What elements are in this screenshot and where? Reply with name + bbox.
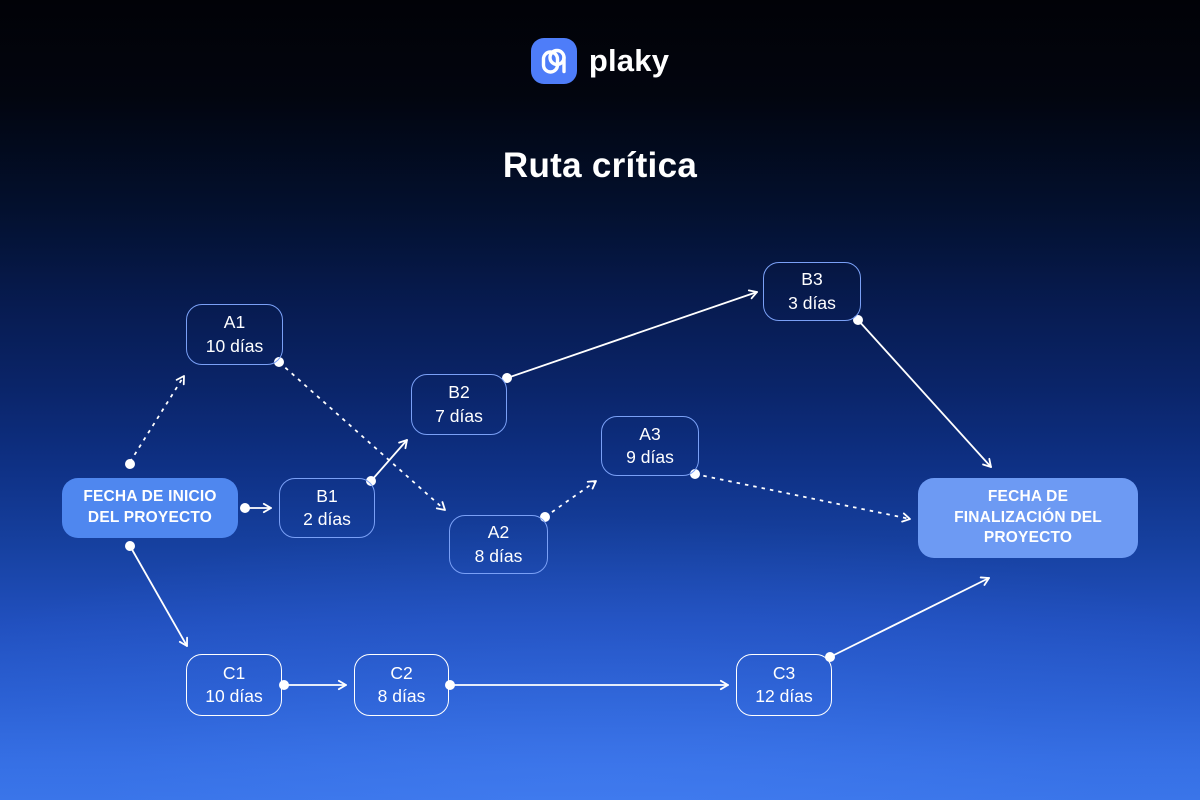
task-id: A1 [223,312,246,333]
connector-dot [853,315,863,325]
edge-a3-finish [694,473,911,523]
task-id: B3 [801,269,823,290]
task-duration: 10 días [205,686,263,706]
task-duration: 3 días [788,292,836,313]
task-duration: 10 días [205,335,264,356]
edge-b3-finish [857,319,992,468]
edge-a1-a2 [278,361,446,511]
task-duration: 7 días [435,405,483,426]
task-duration: 9 días [626,447,674,467]
task-duration: 2 días [303,509,351,529]
task-duration: 8 días [474,545,523,566]
connector-dot [445,680,455,690]
node-b2: B2 7 días [411,374,507,435]
task-id: C2 [390,662,413,683]
node-a2: A2 8 días [449,515,548,574]
node-start-date: FECHA DE INICIO DEL PROYECTO [62,478,238,538]
task-duration: 12 días [755,686,813,706]
task-id: B2 [448,382,470,403]
edge-c3-finish [829,576,990,658]
plaky-logo-icon [530,38,577,84]
edge-start-a1 [129,375,185,463]
brand-wordmark: plaky [588,43,670,78]
node-label-line: PROYECTO [983,529,1073,547]
node-b1: B1 2 días [279,478,375,538]
task-id: C3 [772,662,796,683]
edge-b2-b3 [506,289,758,379]
node-a1: A1 10 días [186,304,283,365]
node-a3: A3 9 días [601,416,699,476]
node-finish-date: FECHA DE FINALIZACIÓN DEL PROYECTO [918,478,1138,558]
edge-b1-b2 [370,439,408,482]
task-id: A2 [487,522,510,543]
page-title: Ruta crítica [502,146,698,185]
node-label-line: FECHA DE [987,487,1069,505]
edge-start-c1 [129,545,188,647]
task-id: C1 [222,662,246,683]
node-label-line: FINALIZACIÓN DEL [954,508,1102,526]
task-id: A3 [639,423,661,444]
task-id: B1 [316,485,338,506]
brand-header: plaky [0,38,1200,84]
node-c2: C2 8 días [354,654,449,716]
node-c1: C1 10 días [186,654,282,716]
node-label-line: FECHA DE INICIO [83,488,217,506]
edge-a2-a3 [544,480,597,518]
task-duration: 8 días [377,686,426,706]
connector-dot [125,459,135,469]
node-c3: C3 12 días [736,654,832,716]
node-b3: B3 3 días [763,262,861,321]
node-label-line: DEL PROYECTO [87,509,213,526]
connector-dot [125,541,135,551]
connector-dot [240,503,250,513]
